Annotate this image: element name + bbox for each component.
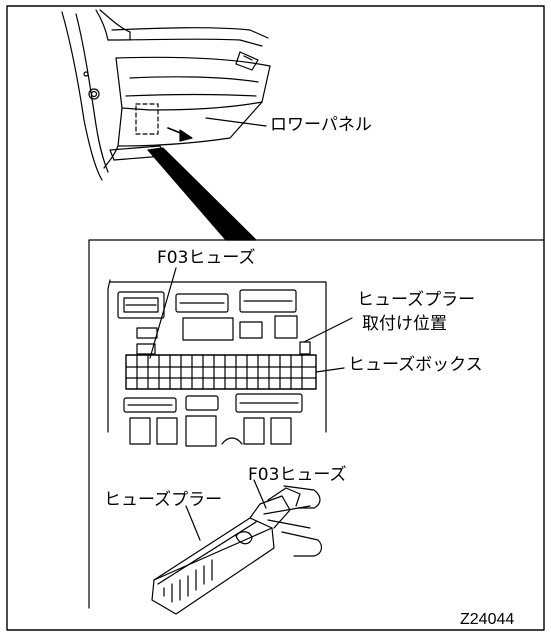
label-lower-panel: ロワーパネル	[270, 115, 372, 135]
label-fuse-puller-mount-2: 取付け位置	[362, 314, 447, 334]
label-f03-fuse-bottom: F03ヒューズ	[248, 465, 347, 485]
label-fuse-puller: ヒューズプラー	[104, 490, 223, 510]
detail-frame	[88, 239, 545, 609]
label-fuse-box: ヒューズボックス	[348, 355, 483, 375]
label-f03-fuse-top: F03ヒューズ	[157, 248, 256, 268]
fuse-box-illustration	[107, 267, 353, 447]
fuse-puller-illustration	[151, 479, 323, 615]
outer-frame	[6, 5, 545, 631]
figure-code: Z24044	[460, 611, 515, 628]
label-fuse-puller-mount-1: ヒューズプラー	[357, 290, 476, 310]
dashboard-illustration	[61, 9, 271, 181]
zoom-wedge	[147, 147, 257, 241]
